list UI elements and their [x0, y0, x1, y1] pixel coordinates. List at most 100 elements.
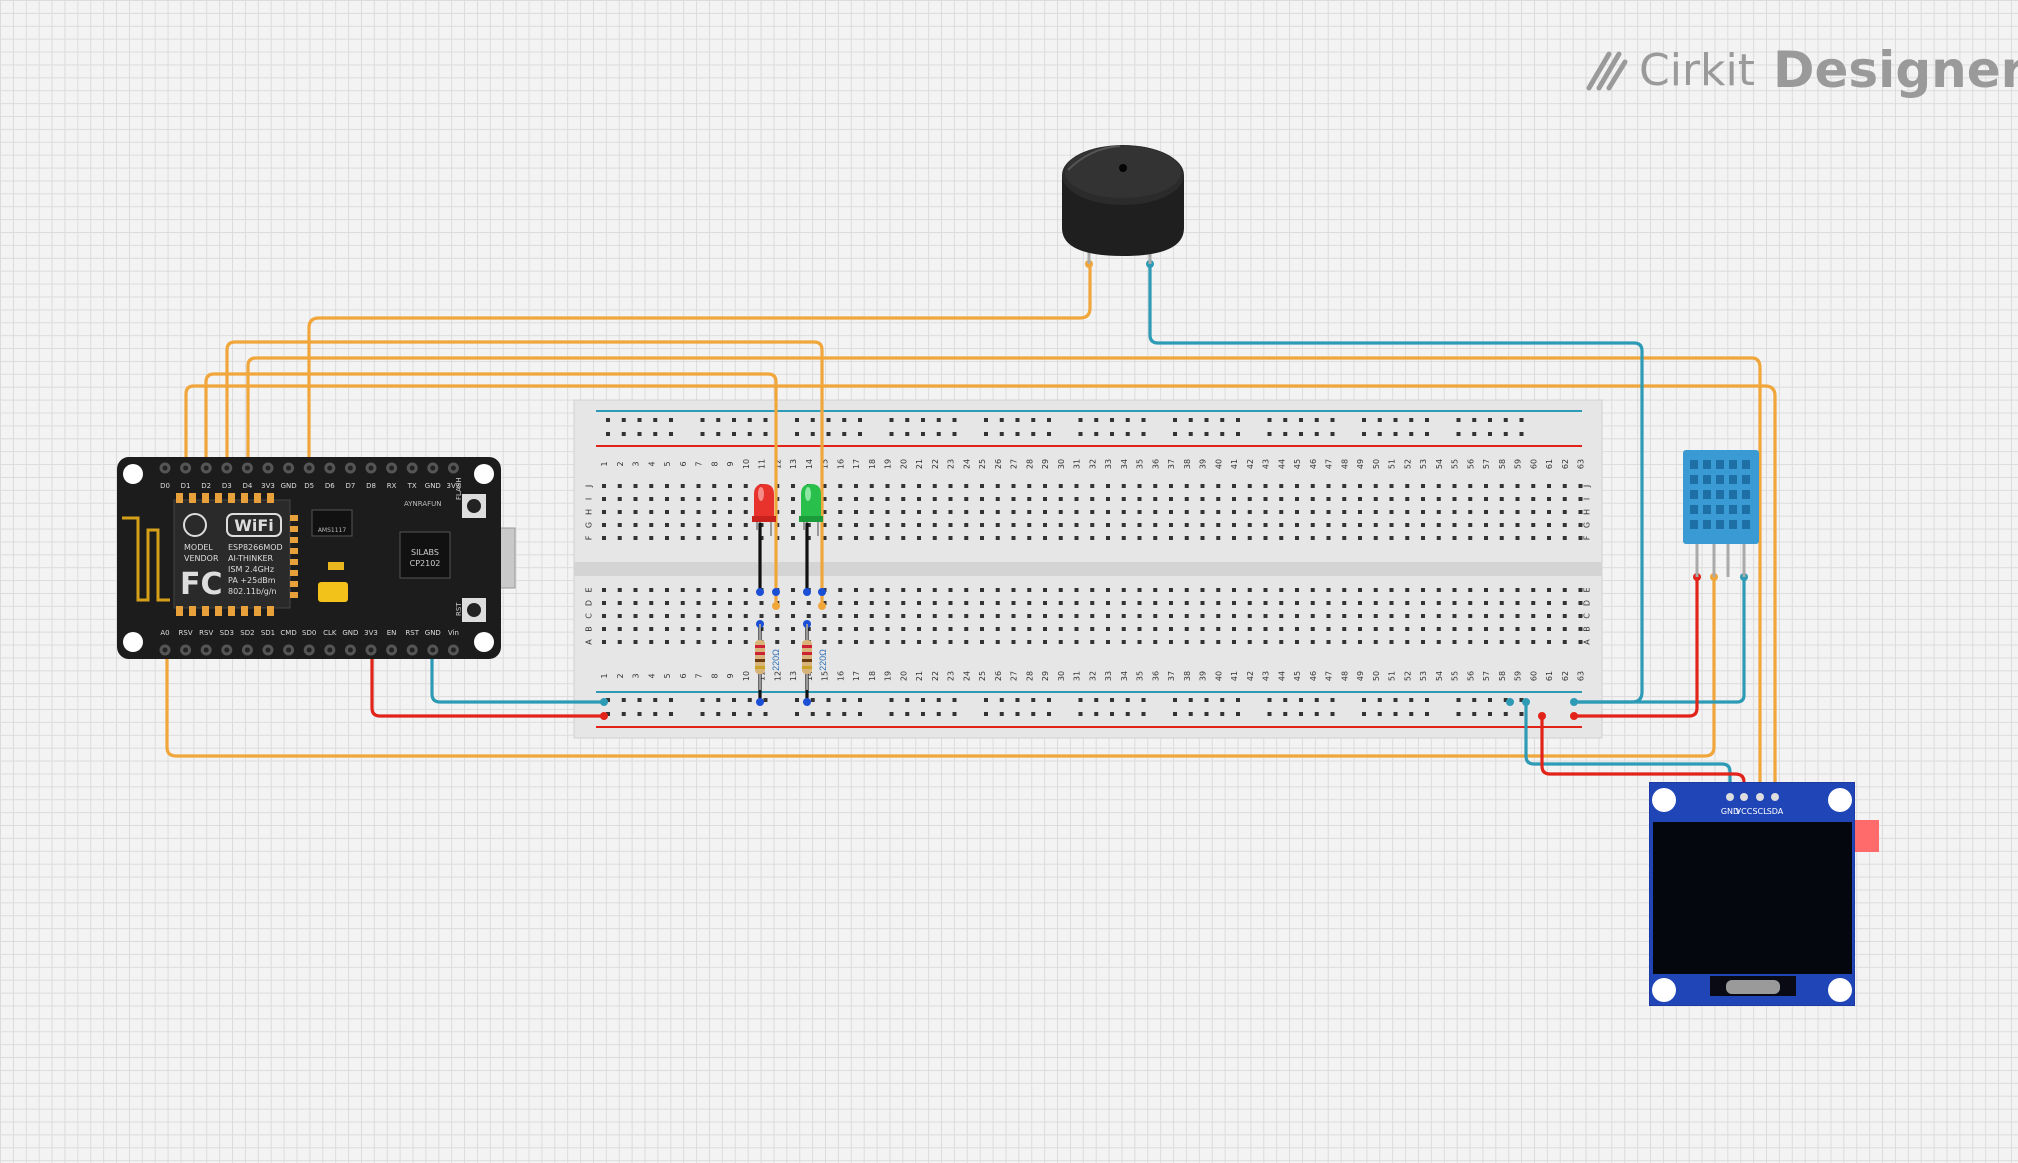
- row-letter: G: [585, 522, 594, 528]
- column-number-bottom: 2: [616, 673, 625, 678]
- buzzer[interactable]: [1062, 145, 1184, 264]
- column-number-top: 12: [773, 459, 782, 469]
- wire-buzzer-gnd[interactable]: [1148, 262, 1644, 704]
- column-number-top: 60: [1529, 459, 1538, 469]
- wifi-logo: WiFi: [234, 516, 274, 535]
- resistor-2[interactable]: 220Ω: [802, 624, 828, 690]
- column-number-bottom: 10: [742, 671, 751, 681]
- column-number-bottom: 30: [1057, 671, 1066, 681]
- wire-dht-gnd[interactable]: [1572, 575, 1746, 704]
- row-letter: J: [585, 485, 594, 488]
- esp-top-pin-label: GND: [281, 482, 297, 490]
- column-number-top: 3: [632, 461, 641, 466]
- dht-vent-grid: [1690, 460, 1750, 529]
- flash-button-label: FLASH: [455, 477, 463, 500]
- wire-d5-buzzer[interactable]: [307, 262, 1092, 470]
- column-number-bottom: 34: [1120, 671, 1129, 681]
- column-number-bottom: 1: [600, 673, 609, 678]
- wire-d3-led-green[interactable]: [225, 340, 824, 608]
- column-number-bottom: 44: [1277, 671, 1286, 681]
- esp-model-label: MODEL: [184, 543, 213, 552]
- column-number-bottom: 19: [884, 671, 893, 681]
- wire-d1-oled-sda[interactable]: [184, 384, 1777, 798]
- wire-3v3-rail[interactable]: [370, 648, 606, 718]
- wire-d2-led-red[interactable]: [204, 372, 778, 608]
- wire-oled-gnd[interactable]: [1524, 700, 1732, 798]
- column-number-bottom: 7: [695, 673, 704, 678]
- column-number-top: 48: [1340, 459, 1349, 469]
- column-number-bottom: 5: [663, 673, 672, 678]
- column-number-bottom: 37: [1167, 671, 1176, 681]
- column-number-top: 55: [1451, 459, 1460, 469]
- resistor-1[interactable]: 220Ω: [755, 624, 781, 690]
- esp8266-nodemcu[interactable]: MODEL VENDOR ESP8266MOD AI-THINKER ISM 2…: [117, 457, 516, 659]
- dht11-sensor[interactable]: [1683, 450, 1759, 577]
- wire-oled-vcc[interactable]: [1540, 714, 1746, 798]
- usb-chip-line2: CP2102: [410, 559, 441, 568]
- row-letter: B: [1583, 626, 1592, 632]
- column-number-bottom: 21: [915, 671, 924, 681]
- esp-bottom-pin-label: EN: [387, 629, 397, 637]
- column-number-bottom: 59: [1514, 671, 1523, 681]
- column-number-top: 8: [710, 461, 719, 466]
- esp-top-pin-label: D3: [222, 482, 232, 490]
- esp-top-pin-label: D6: [325, 482, 335, 490]
- column-number-top: 61: [1545, 459, 1554, 469]
- column-number-bottom: 9: [726, 673, 735, 678]
- row-letter: G: [1583, 522, 1592, 528]
- row-letter: F: [1583, 535, 1592, 540]
- column-number-top: 33: [1104, 459, 1113, 469]
- breadboard-holes: [602, 418, 1583, 716]
- esp-module-pads: [176, 493, 298, 616]
- column-number-bottom: 46: [1309, 671, 1318, 681]
- column-number-top: 59: [1514, 459, 1523, 469]
- column-number-bottom: 15: [821, 671, 830, 681]
- row-letter: B: [585, 626, 594, 632]
- column-number-top: 34: [1120, 459, 1129, 469]
- column-number-top: 27: [1010, 459, 1019, 469]
- row-letter: E: [585, 587, 594, 592]
- column-number-top: 45: [1293, 459, 1302, 469]
- column-number-bottom: 53: [1419, 671, 1428, 681]
- column-number-top: 30: [1057, 459, 1066, 469]
- wire-gnd-rail[interactable]: [430, 648, 606, 704]
- oled-pin-label: SCL: [1752, 807, 1768, 816]
- wire-d4-oled-scl[interactable]: [246, 356, 1762, 798]
- wire-a0-dht-data[interactable]: [165, 575, 1716, 758]
- column-number-bottom: 55: [1451, 671, 1460, 681]
- column-number-top: 28: [1025, 459, 1034, 469]
- esp-top-pin-label: 3V3: [447, 482, 461, 490]
- led-red[interactable]: [752, 484, 776, 536]
- column-number-bottom: 35: [1136, 671, 1145, 681]
- column-number-bottom: 39: [1199, 671, 1208, 681]
- column-number-top: 35: [1136, 459, 1145, 469]
- oled-screen: [1653, 822, 1852, 974]
- breadboard: 1122334455667788991010111112121313141415…: [573, 399, 1603, 739]
- column-number-top: 51: [1388, 459, 1397, 469]
- column-number-bottom: 24: [962, 671, 971, 681]
- esp-top-pin-label: GND: [425, 482, 441, 490]
- column-number-bottom: 18: [868, 671, 877, 681]
- column-number-top: 5: [663, 461, 672, 466]
- column-number-top: 58: [1498, 459, 1507, 469]
- column-number-bottom: 41: [1230, 671, 1239, 681]
- cirkit-logo-icon: [1586, 51, 1628, 91]
- column-number-top: 26: [994, 459, 1003, 469]
- column-number-top: 20: [899, 459, 908, 469]
- column-number-top: 56: [1466, 459, 1475, 469]
- column-number-top: 6: [679, 461, 688, 466]
- column-number-top: 10: [742, 459, 751, 469]
- wire-dht-vcc[interactable]: [1572, 575, 1699, 718]
- column-number-bottom: 12: [773, 671, 782, 681]
- column-number-top: 50: [1372, 459, 1381, 469]
- column-number-bottom: 62: [1561, 671, 1570, 681]
- breadboard-labels: 1122334455667788991010111112121313141415…: [585, 459, 1592, 681]
- esp-bottom-pin-label: SD2: [240, 629, 254, 637]
- column-number-bottom: 28: [1025, 671, 1034, 681]
- column-number-top: 57: [1482, 459, 1491, 469]
- column-number-bottom: 4: [647, 673, 656, 678]
- led-green[interactable]: [799, 484, 823, 536]
- column-number-bottom: 45: [1293, 671, 1302, 681]
